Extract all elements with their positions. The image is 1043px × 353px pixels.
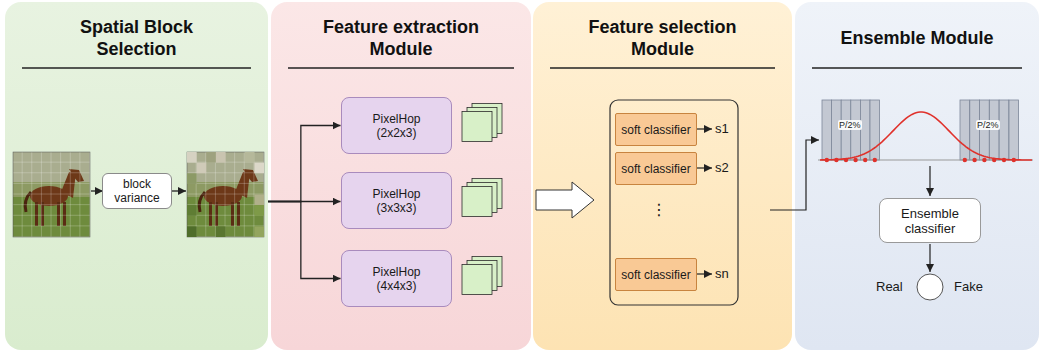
panel-title: Feature extraction Module (315, 16, 487, 60)
title-area: Feature selection Module (533, 10, 792, 66)
class-label: Fake (954, 279, 983, 294)
leader-arrow (696, 273, 712, 274)
flow-connector (268, 126, 341, 202)
flow-arrow (929, 166, 930, 196)
histogram-bar (999, 100, 1009, 160)
sample-dot (992, 158, 996, 162)
input-image (13, 152, 90, 237)
title-area: Ensemble Module (795, 10, 1039, 66)
classifier-box: soft classifier (615, 113, 697, 146)
title-rule (22, 67, 251, 69)
sample-dot (863, 158, 867, 162)
percent-label: P/2% (838, 120, 862, 130)
sample-dot (1012, 158, 1016, 162)
box-text: soft classifier (621, 268, 690, 282)
feature-map (462, 265, 492, 295)
sample-dot (873, 158, 877, 162)
flow-arrow (171, 190, 186, 191)
percent-label: P/2% (976, 120, 1000, 130)
panel-title: Feature selection Module (577, 16, 749, 60)
flow-arrow (770, 140, 819, 210)
feature-maps (462, 104, 502, 142)
process-box: block variance (102, 173, 172, 209)
classifier-box: soft classifier (615, 258, 697, 291)
histogram-bar (1009, 100, 1019, 160)
histogram-bar (870, 100, 880, 160)
selected-image (187, 152, 264, 237)
flow-connector (268, 202, 341, 279)
sample-dot (982, 158, 986, 162)
pixelhop-box: PixelHop (3x3x3) (341, 172, 452, 229)
histogram-bar (841, 100, 851, 160)
histogram-bar (822, 100, 832, 160)
box-text: soft classifier (621, 123, 690, 137)
box-text: PixelHop (3x3x3) (362, 187, 432, 215)
class-label: Fake (954, 279, 983, 294)
box-text: PixelHop (2x2x3) (362, 112, 432, 140)
module-panel: Ensemble ModuleEnsemble classifier (795, 2, 1039, 350)
box-text: block variance (108, 177, 166, 205)
sample-dot (963, 158, 967, 162)
title-rule (812, 67, 1022, 69)
feature-map (462, 112, 492, 142)
output-label: sn (715, 266, 729, 281)
panel-ground (5, 2, 268, 350)
bell-curve (820, 112, 1032, 160)
sample-dot (844, 158, 848, 162)
output-label: sn (715, 266, 729, 281)
feature-map (462, 187, 492, 217)
module-panel: Spatial Block Selection block variance (5, 2, 268, 350)
sample-dot (834, 158, 838, 162)
panel-ground (271, 2, 531, 350)
histogram-bar (960, 100, 970, 160)
histogram-bar (832, 100, 842, 160)
ensemble-box: Ensemble classifier (879, 198, 981, 243)
module-panel: Feature selection Module soft classifier s… (533, 2, 792, 350)
sample-dot (853, 158, 857, 162)
panel-title: Spatial Block Selection (51, 16, 223, 60)
output-label: s1 (715, 121, 729, 136)
class-label: Real (876, 279, 903, 294)
pixelhop-box: PixelHop (2x2x3) (341, 97, 452, 154)
output-label: s2 (715, 160, 729, 175)
panel-ground (533, 2, 792, 350)
leader-arrow (696, 167, 712, 168)
panel-title: Ensemble Module (840, 27, 993, 49)
output-label: s1 (715, 121, 729, 136)
percent-label: P/2% (838, 120, 862, 130)
box-text: PixelHop (4x4x3) (362, 265, 432, 293)
leader-arrow (696, 128, 712, 129)
masked-blocks (187, 152, 264, 237)
ellipsis: ⋮ (651, 200, 667, 219)
title-rule (288, 67, 514, 69)
box-text: soft classifier (621, 162, 690, 176)
histogram-bar (989, 100, 999, 160)
title-area: Feature extraction Module (271, 10, 531, 66)
sample-dot (825, 158, 829, 162)
feature-maps (462, 257, 502, 295)
classifier-box: soft classifier (615, 152, 697, 185)
output-label: s2 (715, 160, 729, 175)
percent-label: P/2% (976, 120, 1000, 130)
pixelhop-box: PixelHop (4x4x3) (341, 250, 452, 307)
ellipsis: ⋮ (651, 200, 667, 219)
panel-ground (795, 2, 1039, 350)
title-rule (550, 67, 775, 69)
classifier-group (610, 100, 738, 305)
output-circle (917, 274, 943, 300)
box-text: Ensemble classifier (885, 206, 975, 236)
histogram-bar (980, 100, 990, 160)
sample-dot (1002, 158, 1006, 162)
feature-maps (462, 179, 502, 217)
sample-dot (972, 158, 976, 162)
flow-arrow (929, 244, 930, 272)
hollow-arrow (536, 182, 594, 218)
module-panel: Feature extraction ModulePixelHop (2x2x3… (271, 2, 531, 350)
histogram-bar (851, 100, 861, 160)
title-area: Spatial Block Selection (5, 10, 268, 66)
class-label: Real (876, 279, 903, 294)
